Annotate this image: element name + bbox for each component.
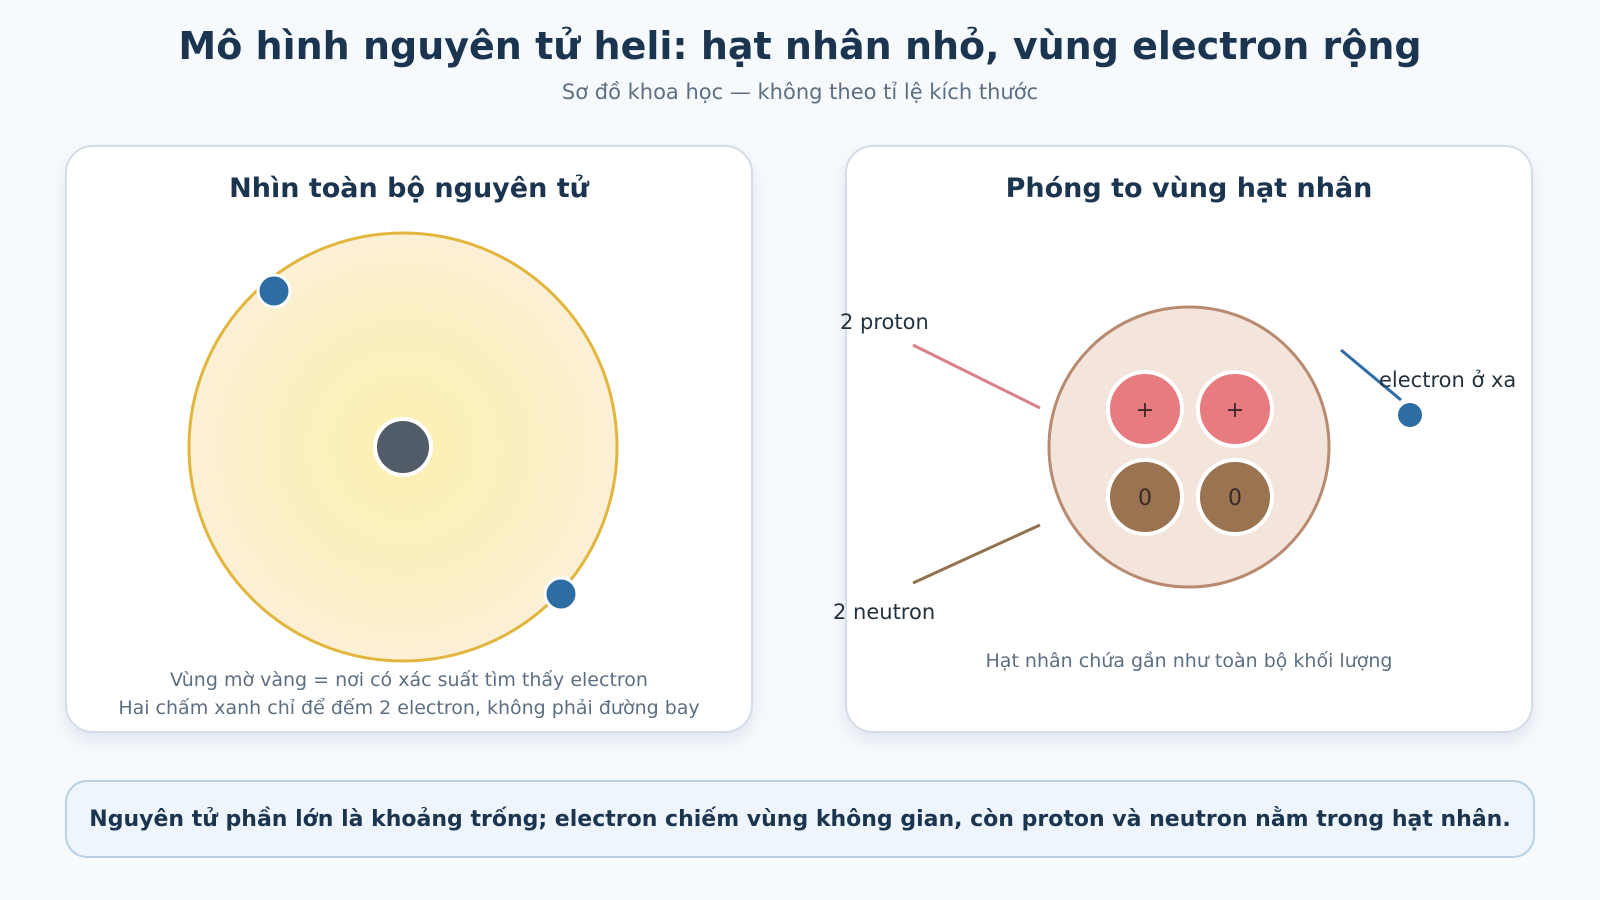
proton-sign: + [1136,398,1154,423]
atom-overview-title: Nhìn toàn bộ nguyên tử [229,173,589,204]
proton-sign: + [1226,398,1244,423]
nucleus [373,417,433,477]
electron-dot [256,273,292,309]
nucleus-zoom-title: Phóng to vùng hạt nhân [1005,173,1373,204]
distant-electron-dot [1398,403,1422,427]
proton-particle [1106,370,1184,448]
page-subtitle: Sơ đồ khoa học — không theo tỉ lệ kích t… [561,80,1039,104]
nucleus-mass-caption: Hạt nhân chứa gần như toàn bộ khối lượng [985,650,1393,672]
cloud-caption: Vùng mờ vàng = nơi có xác suất tìm thấy … [170,669,648,691]
nucleus-region [1047,305,1331,589]
neutron-leader-line [912,523,1041,585]
proton-particle [1196,370,1274,448]
neutron-sign: 0 [1138,486,1152,511]
neutron-sign: 0 [1228,486,1242,511]
neutron-label: 2 neutron [833,600,936,624]
electron-dot [543,576,579,612]
neutron-particle [1106,458,1184,536]
atom-overview-panel: Nhìn toàn bộ nguyên tử Vùng mờ vàng = nơ… [65,145,753,733]
electron-leader-line [1340,348,1402,402]
electron-caption: Hai chấm xanh chỉ để đếm 2 electron, khô… [118,697,700,719]
nucleus-zoom-diagram: + + 0 0 [912,305,1422,589]
proton-leader-line [912,343,1041,410]
page-title: Mô hình nguyên tử heli: hạt nhân nhỏ, vù… [178,24,1422,68]
summary-box: Nguyên tử phần lớn là khoảng trống; elec… [65,780,1535,858]
nucleus-zoom-panel: Phóng to vùng hạt nhân + + 0 0 2 proton … [833,145,1533,733]
summary-text: Nguyên tử phần lớn là khoảng trống; elec… [89,806,1511,832]
proton-label: 2 proton [840,310,929,334]
neutron-particle [1196,458,1274,536]
electron-far-label: electron ở xa [1379,368,1517,392]
atom-overview-diagram [187,231,619,663]
